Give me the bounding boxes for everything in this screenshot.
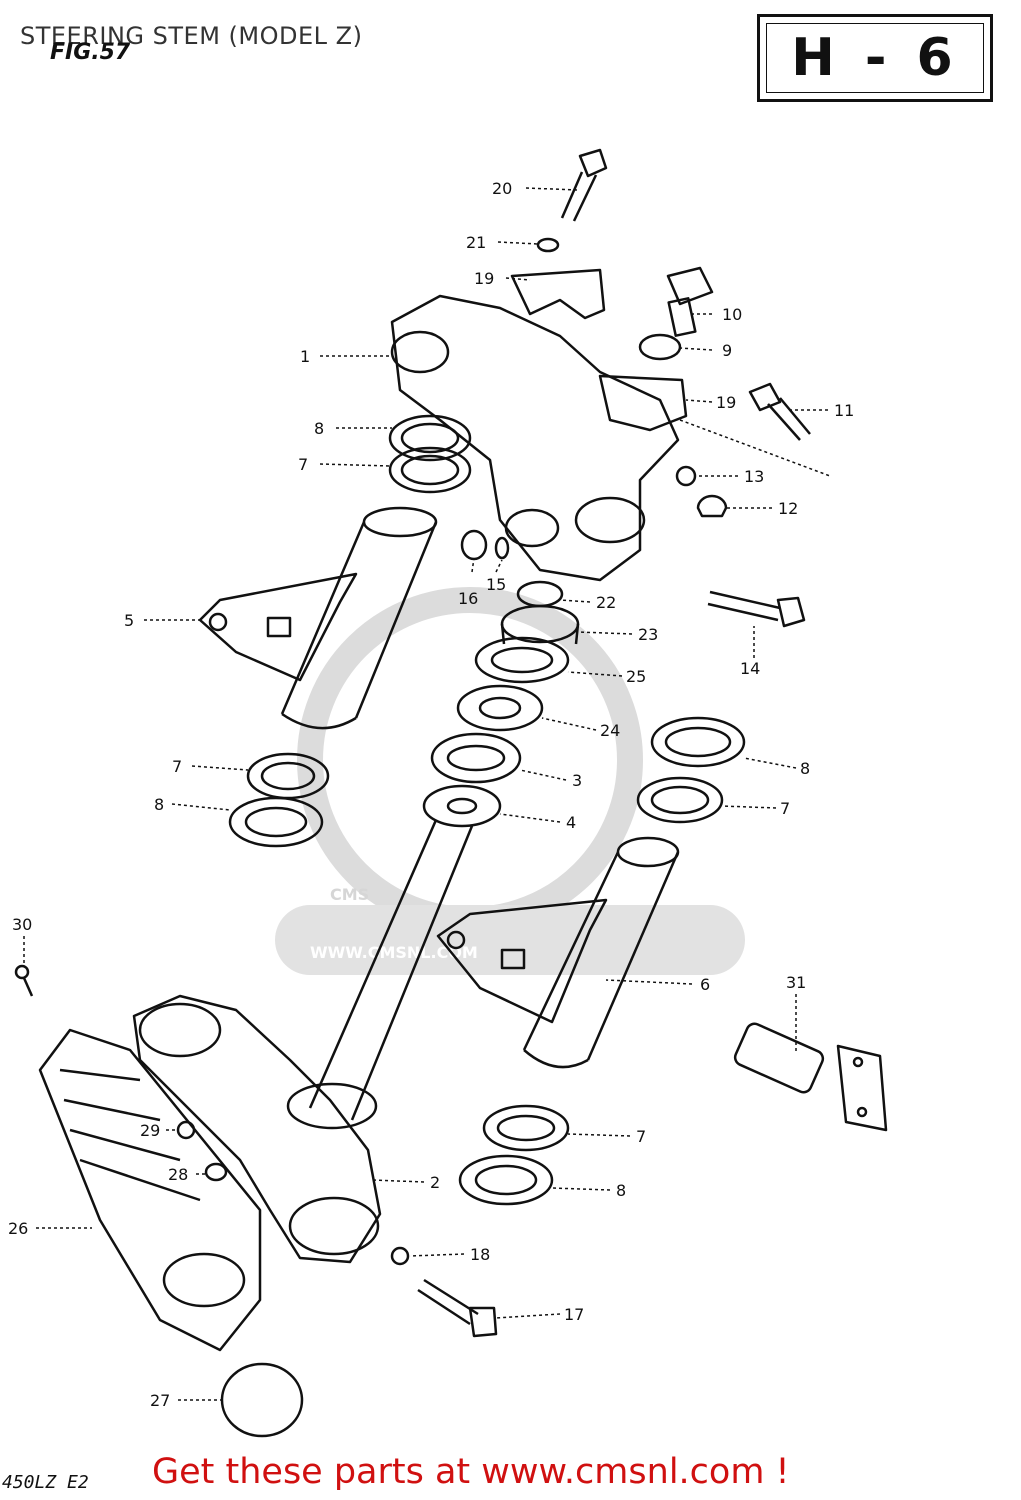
callout-2: 2 (430, 1173, 440, 1192)
callout-8d: 8 (616, 1181, 626, 1200)
callout-6: 6 (700, 975, 710, 994)
part-19-clamp-lower (598, 374, 688, 432)
callout-30: 30 (12, 915, 32, 934)
part-16-cap (460, 529, 488, 561)
part-22-23-25-24-3-4-bearing-stack (422, 580, 580, 828)
part-27-cap (220, 1362, 304, 1438)
part-2-lower-bracket (132, 994, 382, 1264)
part-10-bolt (666, 266, 714, 337)
part-7-8-rings-lower (458, 1104, 570, 1206)
callout-19a: 19 (474, 269, 494, 288)
part-6-headlight-bracket-right (436, 836, 680, 1069)
leader-lines (23, 187, 831, 1401)
part-8-7-rings-right (636, 716, 746, 824)
part-21-washer (536, 237, 560, 253)
callout-20: 20 (492, 179, 512, 198)
part-20-bolt (560, 148, 608, 222)
watermark-ring (297, 587, 643, 933)
watermark-banner (275, 905, 745, 975)
part-1-upper-bracket (390, 294, 680, 582)
cta-link[interactable]: Get these parts at www.cmsnl.com ! (152, 1452, 790, 1492)
model-code: 450LZ E2 (2, 1472, 89, 1493)
part-29-screw (176, 1120, 196, 1140)
part-26-cover (38, 1028, 262, 1352)
callout-16: 16 (458, 589, 478, 608)
callout-7d: 7 (636, 1127, 646, 1146)
callout-8b: 8 (154, 795, 164, 814)
callout-27: 27 (150, 1391, 170, 1410)
part-17-bolt (417, 1278, 498, 1338)
callout-19b: 19 (716, 393, 736, 412)
callout-7b: 7 (172, 757, 182, 776)
part-19-clamp-upper (510, 268, 606, 320)
section-code: H - 6 (766, 23, 984, 93)
part-18-washer (390, 1246, 410, 1266)
page-title: STEERING STEM (MODEL Z) (20, 22, 363, 50)
callout-31: 31 (786, 973, 806, 992)
part-13-nut (675, 465, 697, 487)
callout-11: 11 (834, 401, 854, 420)
callout-10: 10 (722, 305, 742, 324)
watermark-logo: CMS (330, 885, 369, 904)
part-28-washer (204, 1162, 228, 1182)
callout-7a: 7 (298, 455, 308, 474)
part-12-cap-nut (696, 494, 728, 518)
callout-12: 12 (778, 499, 798, 518)
part-2-steering-stem-tube (308, 819, 474, 1121)
callout-24: 24 (600, 721, 620, 740)
part-11-bolt (748, 382, 811, 441)
figure-label: FIG.57 (50, 40, 131, 65)
part-30-screw (14, 964, 34, 997)
callout-labels: 1 2 3 4 5 6 7 7 7 7 8 8 8 8 9 10 11 12 1… (8, 179, 854, 1410)
callout-14: 14 (740, 659, 760, 678)
parts (14, 148, 888, 1438)
callout-28: 28 (168, 1165, 188, 1184)
callout-17: 17 (564, 1305, 584, 1324)
part-15-washer (494, 536, 510, 560)
part-5-headlight-bracket-left (198, 506, 438, 730)
callout-1: 1 (300, 347, 310, 366)
callout-13: 13 (744, 467, 764, 486)
callout-26: 26 (8, 1219, 28, 1238)
watermark-url: WWW.CMSNL.COM (310, 943, 478, 962)
callout-18: 18 (470, 1245, 490, 1264)
callout-22: 22 (596, 593, 616, 612)
callout-29: 29 (140, 1121, 160, 1140)
callout-23: 23 (638, 625, 658, 644)
callout-9: 9 (722, 341, 732, 360)
callout-4: 4 (566, 813, 576, 832)
callout-5: 5 (124, 611, 134, 630)
part-14-bolt (707, 590, 806, 628)
part-31-steering-lock (733, 1022, 888, 1132)
watermark: CMS WWW.CMSNL.COM (275, 587, 745, 975)
callout-8c: 8 (800, 759, 810, 778)
callout-21: 21 (466, 233, 486, 252)
callout-15: 15 (486, 575, 506, 594)
part-8-7-rings-upper-left (388, 414, 472, 494)
callout-7c: 7 (780, 799, 790, 818)
callout-25: 25 (626, 667, 646, 686)
callout-8a: 8 (314, 419, 324, 438)
part-9-washer (638, 333, 682, 361)
callout-3: 3 (572, 771, 582, 790)
part-7-8-rings-left (228, 752, 330, 848)
section-code-box: H - 6 (757, 14, 993, 102)
